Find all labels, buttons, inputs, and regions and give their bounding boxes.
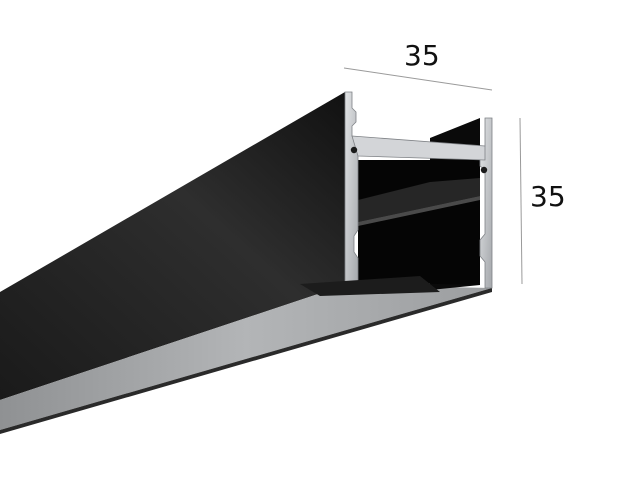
dimension-width-label: 35	[404, 39, 440, 72]
end-cap-left-wall	[344, 91, 359, 285]
dim-height-line	[519, 117, 523, 285]
diffuser-edge	[0, 288, 492, 434]
dim-width-line	[343, 67, 493, 91]
led-rail	[358, 178, 480, 222]
diffuser-strip	[0, 285, 492, 430]
end-cap-right-wall	[479, 117, 493, 289]
profile-side-wall	[0, 92, 345, 400]
led-rail-edge	[358, 196, 480, 226]
latch-detail	[300, 276, 440, 296]
dimension-height-label: 35	[530, 180, 566, 213]
profile-interior	[358, 160, 480, 285]
screw-channel-left-icon	[350, 146, 358, 154]
screw-channel-right-icon	[480, 166, 488, 174]
